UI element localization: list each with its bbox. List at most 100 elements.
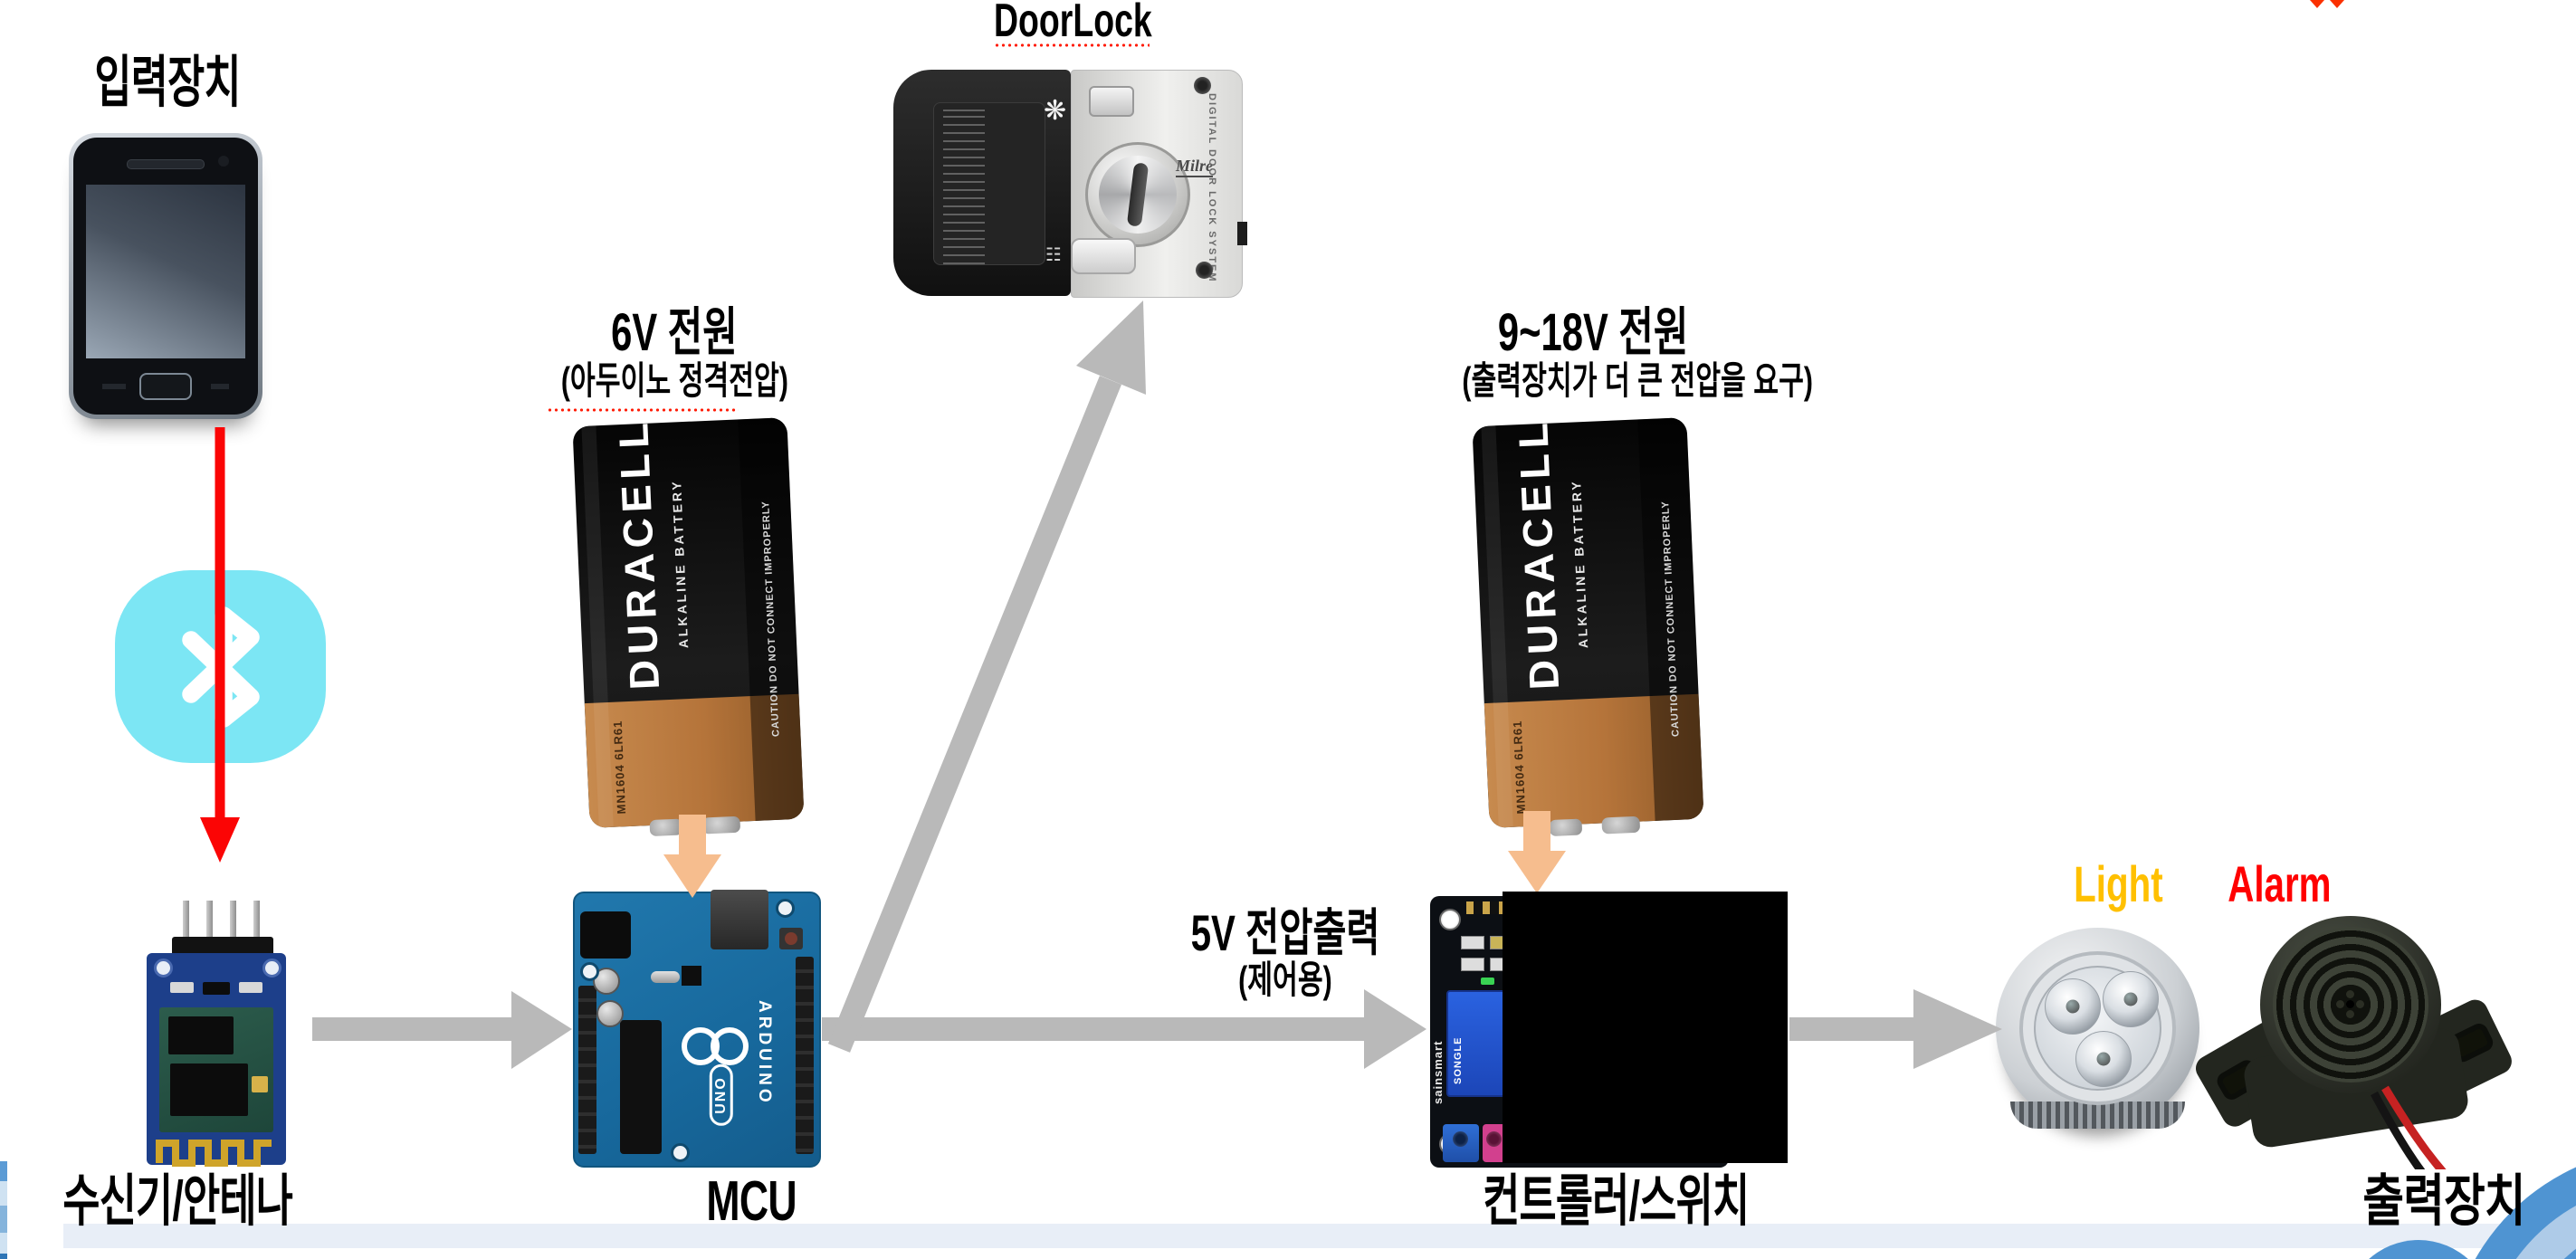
led-light-rim bbox=[2010, 1102, 2185, 1129]
battery-type-text: ALKALINE BATTERY bbox=[1569, 478, 1591, 649]
doorlock-latch bbox=[1237, 222, 1247, 245]
reset-button bbox=[779, 928, 803, 949]
module-pin bbox=[206, 901, 213, 942]
led-reflector bbox=[2045, 978, 2101, 1035]
phone-screen bbox=[86, 185, 245, 358]
battery-body: CAUTION DO NOT CONNECT IMPROPERLY DURACE… bbox=[572, 417, 805, 828]
pin-header-left bbox=[578, 986, 596, 1154]
usb-connector bbox=[711, 890, 768, 949]
pin-header-right bbox=[796, 957, 814, 1154]
inner-pcb bbox=[159, 1007, 273, 1132]
doorlock-screw bbox=[1196, 262, 1213, 279]
doorlock-brand-text: Milre bbox=[1176, 157, 1214, 177]
led-light-lens bbox=[2034, 966, 2161, 1091]
mounting-hole bbox=[776, 899, 795, 918]
arduino-image: ARDUINO UNO bbox=[573, 890, 821, 1168]
smd-part bbox=[1461, 958, 1484, 971]
alarm-label: Alarm bbox=[2227, 855, 2332, 912]
cutoff-red-mark bbox=[2310, 0, 2324, 8]
left-edge-stripe bbox=[0, 1161, 7, 1181]
phone-body bbox=[73, 138, 258, 415]
left-edge-stripe bbox=[0, 1233, 7, 1254]
module-pin bbox=[230, 901, 236, 942]
phone-home-button bbox=[139, 373, 192, 400]
doorlock-battery-cover bbox=[1071, 238, 1136, 274]
antenna-trace bbox=[156, 1140, 272, 1167]
dc-jack bbox=[580, 911, 631, 959]
mounting-hole bbox=[671, 1143, 690, 1162]
relay-brand-text: sainsmart bbox=[1431, 1040, 1445, 1104]
phone-speaker bbox=[127, 159, 205, 169]
battery-brand-text: DURACELL bbox=[1509, 417, 1569, 691]
spellcheck-underline bbox=[547, 407, 739, 413]
doorlock-image: ❋ ☷ Milre DIGITAL DOOR LOCK SYSTEM bbox=[893, 70, 1247, 298]
mcu-label: MCU bbox=[706, 1170, 797, 1233]
battery-gloss bbox=[1481, 425, 1513, 828]
power-6v-label: 6V 전원 (아두이노 정격전압) bbox=[560, 303, 788, 402]
bottom-band bbox=[63, 1224, 2533, 1248]
usb-chip bbox=[682, 966, 701, 986]
left-edge-stripe bbox=[0, 1206, 7, 1233]
left-edge-stripe bbox=[0, 1254, 7, 1259]
crystal-part bbox=[252, 1076, 268, 1092]
battery-caution-text: CAUTION DO NOT CONNECT IMPROPERLY bbox=[760, 501, 782, 738]
buzzer-wires bbox=[2371, 1085, 2447, 1169]
arduino-logo-icon bbox=[682, 1027, 754, 1065]
battery-terminal bbox=[701, 815, 741, 835]
status-led bbox=[1481, 978, 1494, 985]
atmega-chip bbox=[620, 1020, 662, 1154]
battery-terminal bbox=[1601, 815, 1641, 835]
doorlock-knob-face bbox=[1099, 156, 1177, 234]
spellcheck-underline bbox=[994, 43, 1150, 48]
cutoff-red-mark bbox=[2330, 0, 2344, 8]
doorlock-label-plate bbox=[933, 102, 1045, 265]
smd-part bbox=[1461, 936, 1484, 949]
capacitor bbox=[596, 1000, 624, 1027]
bluetooth-rune bbox=[181, 606, 260, 728]
gray-arrow-mcu-to-doorlock bbox=[827, 300, 1146, 1053]
output-device-label: 출력장치 bbox=[2362, 1170, 2525, 1233]
left-edge-stripe bbox=[0, 1181, 7, 1206]
arduino-brand-text: ARDUINO bbox=[755, 1000, 774, 1106]
mounting-hole bbox=[580, 962, 599, 981]
battery-9v-image: CAUTION DO NOT CONNECT IMPROPERLY DURACE… bbox=[1468, 414, 1707, 837]
doorlock-label: DoorLock bbox=[993, 0, 1152, 47]
doorlock-crest-icon: ❋ bbox=[1044, 96, 1067, 126]
controller-switch-label: 컨트롤러/스위치 bbox=[1482, 1170, 1750, 1233]
module-pin bbox=[183, 901, 189, 942]
arduino-uno-text: UNO bbox=[709, 1064, 733, 1126]
battery-gloss bbox=[581, 425, 614, 828]
relay-cube: SONGLE bbox=[1446, 990, 1506, 1097]
mounting-hole bbox=[262, 959, 281, 978]
battery-9v-image: CAUTION DO NOT CONNECT IMPROPERLY DURACE… bbox=[568, 414, 807, 837]
gray-arrow-controller-to-output bbox=[1789, 989, 2002, 1069]
bluetooth-icon bbox=[115, 570, 326, 763]
module-pin bbox=[253, 901, 260, 942]
doorlock-button bbox=[1089, 86, 1134, 117]
mounting-hole bbox=[154, 959, 173, 978]
input-device-label: 입력장치 bbox=[94, 52, 241, 114]
buzzer-center-cap bbox=[2331, 985, 2371, 1025]
doorlock-screw bbox=[1194, 77, 1211, 94]
phone-back-key bbox=[211, 384, 229, 389]
battery-terminal bbox=[1549, 818, 1583, 837]
smd-part bbox=[203, 982, 230, 995]
smd-part bbox=[239, 982, 262, 993]
screw-terminal bbox=[1443, 1124, 1479, 1162]
battery-type-text: ALKALINE BATTERY bbox=[669, 478, 692, 649]
led-light-image bbox=[1996, 928, 2199, 1129]
module-pcb bbox=[147, 953, 286, 1167]
doorlock-side-text: DIGITAL DOOR LOCK SYSTEM bbox=[1207, 93, 1217, 283]
battery-body: CAUTION DO NOT CONNECT IMPROPERLY DURACE… bbox=[1472, 417, 1704, 828]
battery-brand-text: DURACELL bbox=[609, 417, 669, 691]
gray-arrow-receiver-to-mcu bbox=[312, 991, 572, 1069]
bt-chip bbox=[170, 1063, 248, 1116]
flash-chip bbox=[168, 1016, 234, 1054]
led-reflector bbox=[2103, 971, 2159, 1027]
light-label: Light bbox=[2073, 855, 2163, 912]
bluetooth-module-image bbox=[136, 901, 297, 1168]
phone-menu-key bbox=[102, 384, 126, 389]
doorlock-cert-mark: ☷ bbox=[1045, 245, 1062, 265]
buzzer-image bbox=[2190, 916, 2516, 1169]
